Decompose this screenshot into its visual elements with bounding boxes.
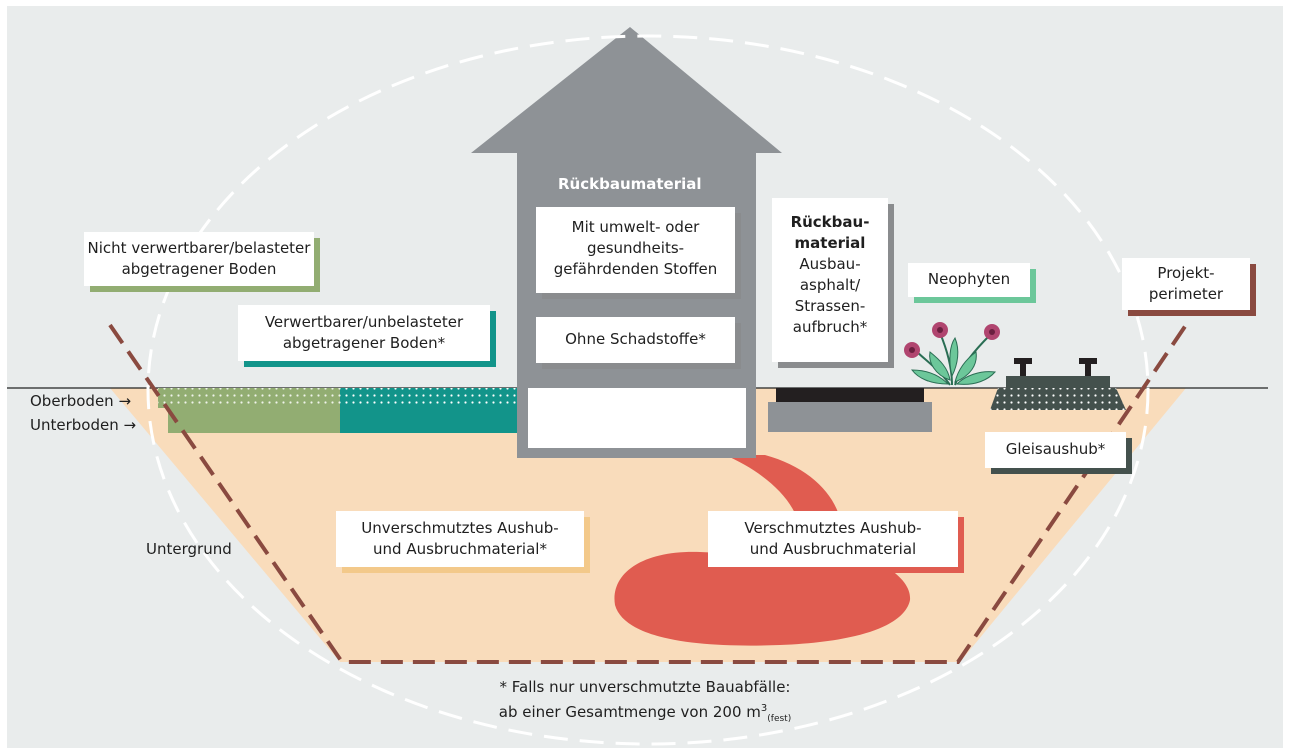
gleisaushub-label: Gleisaushub* <box>1005 440 1106 458</box>
rueckbaumaterial-asphalt-box: Rückbau- material Ausbau- asphalt/ Stras… <box>772 198 888 362</box>
nicht-verwertbar-box: Nicht verwertbarer/belasteter abgetragen… <box>84 232 314 286</box>
subsoil-layer-unpolluted <box>340 408 518 433</box>
gleisaushub-box: Gleisaushub* <box>985 432 1126 468</box>
subsoil-layer-polluted <box>168 408 340 433</box>
topsoil-polluted-dots <box>158 388 340 408</box>
rueckbau-line4: asphalt/ <box>799 276 861 294</box>
mit-stoffen-line1: Mit umwelt- oder <box>571 218 700 236</box>
oberboden-label: Oberboden → <box>30 392 132 410</box>
rueckbau-line3: Ausbau- <box>799 255 861 273</box>
dashed-ellipse-icon <box>146 34 1150 746</box>
rueckbau-line6: aufbruch* <box>792 318 868 336</box>
footnote-line1: * Falls nur unverschmutzte Bauabfälle: <box>499 678 791 696</box>
flower-icon <box>904 322 1000 386</box>
road-base-layer <box>768 402 932 432</box>
ground-area <box>110 388 1186 662</box>
nicht-verwertbar-line1: Nicht verwertbarer/belasteter <box>87 239 311 257</box>
footnote-sup: 3 <box>760 703 768 714</box>
mit-stoffen-line2: gesundheits- <box>586 239 685 257</box>
verschmutzt-line2: und Ausbruchmaterial <box>749 540 917 558</box>
verschmutzt-box: Verschmutztes Aushub- und Ausbruchmateri… <box>708 511 958 567</box>
rueckbau-line5: Strassen- <box>794 297 866 315</box>
projektperimeter-box: Projekt- perimeter <box>1122 258 1250 310</box>
nicht-verwertbar-line2: abgetragener Boden <box>121 260 277 278</box>
rail-track-icon <box>990 358 1126 410</box>
mit-stoffen-line3: gefährdenden Stoffen <box>553 260 718 278</box>
footnote-sub: (fest) <box>767 714 792 724</box>
mit-stoffen-box: Mit umwelt- oder gesundheits- gefährdend… <box>536 207 735 293</box>
untergrund-label: Untergrund <box>146 540 232 558</box>
footnote-line2-wrap: ab einer Gesamtmenge von 200 m3(fest) <box>0 698 1290 730</box>
rueckbau-line2: material <box>794 234 866 252</box>
unterboden-label: Unterboden → <box>30 416 137 434</box>
projektperimeter-line1: Projekt- <box>1157 264 1215 282</box>
footnote: * Falls nur unverschmutzte Bauabfälle: a… <box>0 676 1290 730</box>
verwertbar-box: Verwertbarer/unbelasteter abgetragener B… <box>238 305 490 361</box>
unverschmutzt-box: Unverschmutztes Aushub- und Ausbruchmate… <box>336 511 584 567</box>
neophyten-label: Neophyten <box>927 270 1011 288</box>
verschmutzt-line1: Verschmutztes Aushub- <box>744 519 922 537</box>
topsoil-unpolluted-dots <box>340 388 518 408</box>
ohne-schadstoffe-box: Ohne Schadstoffe* <box>536 317 735 363</box>
asphalt-layer-icon <box>776 388 924 402</box>
unverschmutzt-line2: und Ausbruchmaterial* <box>373 540 547 558</box>
house-foundation <box>528 388 746 448</box>
ohne-schadstoffe-label: Ohne Schadstoffe* <box>565 330 706 348</box>
project-boundary-line <box>108 323 1188 664</box>
verwertbar-line1: Verwertbarer/unbelasteter <box>264 313 464 331</box>
projektperimeter-line2: perimeter <box>1148 285 1224 303</box>
rueckbau-line1: Rückbau- <box>790 213 870 231</box>
unverschmutzt-line1: Unverschmutztes Aushub- <box>361 519 559 537</box>
footnote-line2: ab einer Gesamtmenge von 200 m <box>498 703 761 721</box>
rueckbaumaterial-title: Rückbaumaterial <box>558 175 702 193</box>
contamination-flow-icon <box>614 455 911 646</box>
verwertbar-line2: abgetragener Boden* <box>282 334 446 352</box>
neophyten-box: Neophyten <box>908 263 1030 297</box>
